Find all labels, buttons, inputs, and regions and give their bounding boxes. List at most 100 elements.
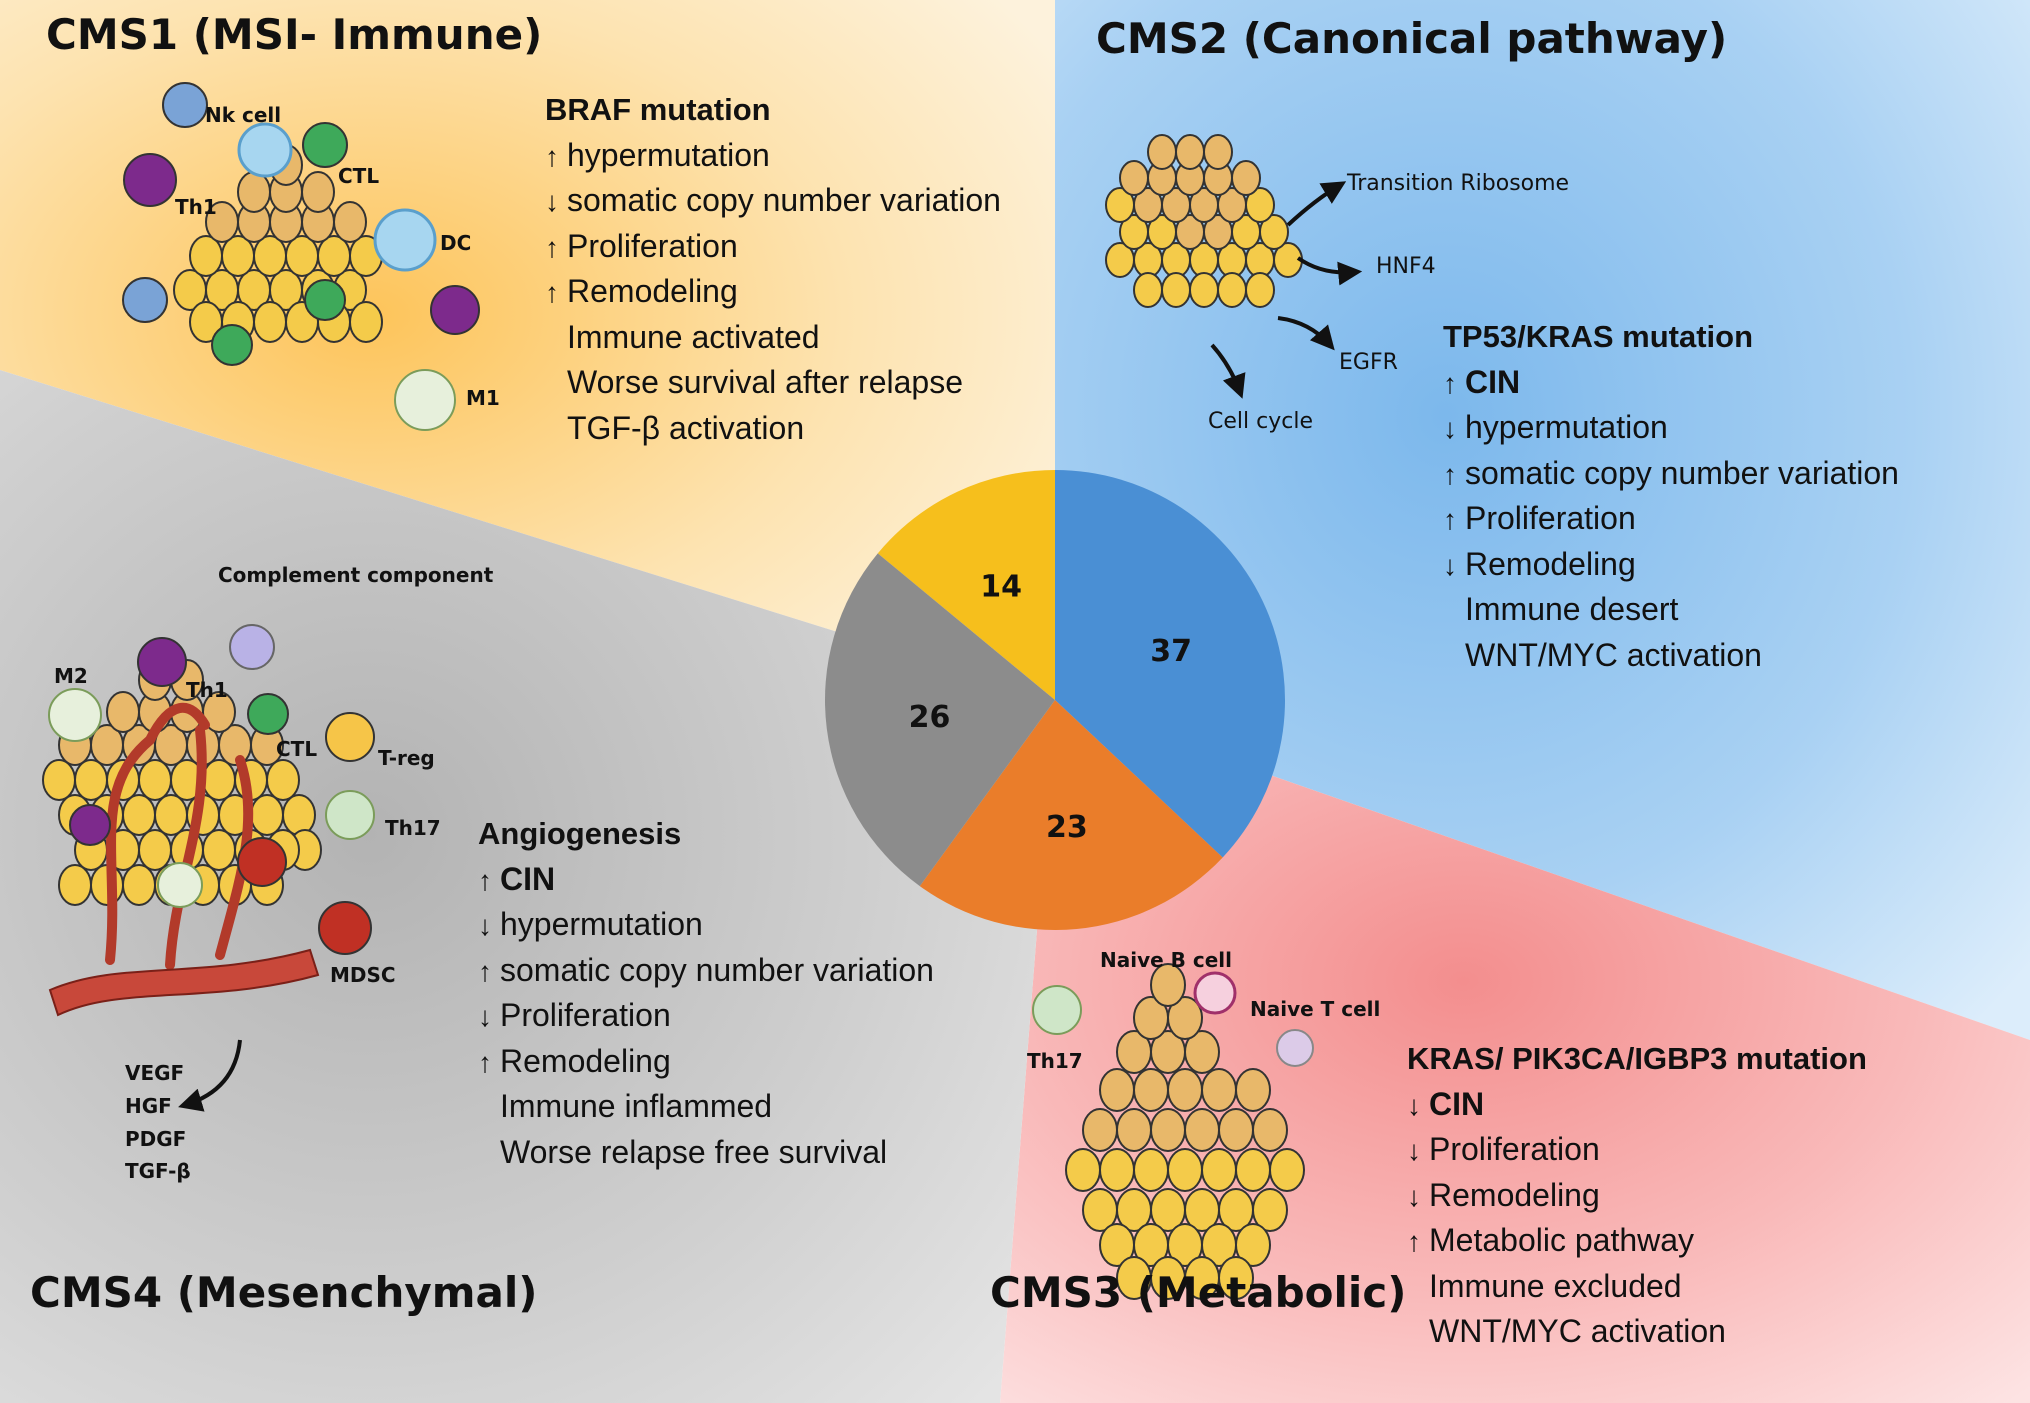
cms2-title: CMS2 (Canonical pathway): [1096, 14, 1728, 63]
cms3-tumor-illustration: [1065, 963, 1305, 1300]
cms4-feature-text: somatic copy number variation: [500, 951, 934, 988]
arrow-up-icon: [478, 1040, 500, 1086]
cms4-feature-text: Proliferation: [500, 997, 671, 1033]
ctl-cell-icon-cms4: [247, 693, 289, 735]
cms1-feature-item: hypermutation: [545, 133, 1001, 179]
cms3-feature-item: CIN: [1407, 1082, 1867, 1128]
pie-slice-26: [824, 553, 1055, 887]
cms2-label-egfr: EGFR: [1339, 350, 1398, 375]
arrow-down-icon: [478, 994, 500, 1040]
pie-slice-14: [877, 470, 1055, 700]
dendritic-cell-icon-2: [237, 122, 293, 178]
cms4-label-treg: T-reg: [378, 746, 435, 770]
cms1-feature-item: Proliferation: [545, 224, 1001, 270]
cms1-feature-item: TGF-β activation: [545, 406, 1001, 452]
cms1-feature-text: hypermutation: [567, 136, 770, 173]
blood-vessel: [48, 948, 320, 1017]
cms2-feature-text: CIN: [1465, 363, 1521, 400]
cms3-feature-text: WNT/MYC activation: [1429, 1313, 1726, 1349]
cms1-label-th1: Th1: [175, 195, 217, 219]
cms3-feature-text: Metabolic pathway: [1429, 1222, 1695, 1258]
nk-cell-icon: [162, 82, 208, 128]
arrow-down-icon: [1443, 406, 1465, 452]
cms4-feature-text: Remodeling: [500, 1042, 671, 1079]
cms1-feature-text: Proliferation: [567, 227, 738, 264]
cms3-label-th17: Th17: [1027, 1049, 1083, 1073]
arrow-cell-cycle: [1210, 343, 1246, 399]
cms4-feature-text: CIN: [500, 860, 556, 897]
arrow-up-icon: [1407, 1219, 1429, 1265]
cms1-feature-text: Worse survival after relapse: [567, 364, 963, 400]
cms4-label-th1: Th1: [186, 678, 228, 702]
arrow-up-icon: [1443, 361, 1465, 407]
cms3-label-naive-t-cell: Naive T cell: [1250, 997, 1380, 1021]
cms1-feature-item: Worse survival after relapse: [545, 360, 1001, 406]
ctl-cell-icon-3: [211, 324, 253, 366]
cms4-factor-tgfb: TGF-β: [125, 1159, 191, 1183]
cms2-feature-text: WNT/MYC activation: [1465, 636, 1762, 673]
cms2-feature-item: somatic copy number variation: [1443, 451, 1899, 497]
cms1-feature-item: somatic copy number variation: [545, 178, 1001, 224]
cms3-feature-item: WNT/MYC activation: [1407, 1309, 1867, 1355]
arrow-up-icon: [478, 949, 500, 995]
cms3-feature-text: Immune excluded: [1429, 1267, 1682, 1304]
cms4-feature-text: Immune inflammed: [500, 1088, 773, 1124]
cms3-heading: KRAS/ PIK3CA/IGBP3 mutation: [1407, 1041, 1867, 1076]
pale-cell-icon-cms4: [157, 862, 203, 908]
cms3-label-naive-b-cell: Naive B cell: [1100, 948, 1232, 972]
cms3-feature-item: Remodeling: [1407, 1173, 1867, 1219]
arrow-hnf4: [1296, 256, 1363, 286]
cms2-feature-item: Immune desert: [1443, 587, 1899, 633]
arrow-up-icon: [1443, 497, 1465, 543]
arrow-down-icon: [1443, 543, 1465, 589]
cms1-label-m1: M1: [466, 386, 500, 410]
cms1-feature-item: Immune activated: [545, 315, 1001, 361]
cms3-feature-text: Remodeling: [1429, 1176, 1600, 1213]
growth-factor-arrow: [178, 1039, 242, 1112]
blood-vessel-branches: [105, 702, 254, 970]
cms1-label-nk-cell: Nk cell: [205, 103, 281, 127]
arrow-transition-ribosome: [1286, 181, 1347, 227]
dendritic-cell-icon: [373, 208, 437, 272]
m2-macrophage-icon: [48, 688, 102, 742]
cms3-feature-list: KRAS/ PIK3CA/IGBP3 mutationCIN Proliferat…: [1407, 1036, 1867, 1355]
cms1-label-dc: DC: [440, 231, 471, 255]
cms3-title: CMS3 (Metabolic): [990, 1268, 1407, 1317]
cms4-factor-vegf: VEGF: [125, 1061, 184, 1085]
cms4-label-complement-line1: Complement component: [218, 563, 494, 587]
arrow-down-icon: [545, 179, 567, 225]
cms4-feature-item: CIN: [478, 857, 934, 903]
ctl-cell-icon: [302, 122, 348, 168]
cms2-label-hnf4: HNF4: [1376, 254, 1436, 279]
cms4-label-th17: Th17: [385, 816, 441, 840]
cms1-title: CMS1 (MSI- Immune): [46, 10, 543, 59]
cms3-feature-item: Proliferation: [1407, 1127, 1867, 1173]
arrow-down-icon: [1407, 1174, 1429, 1220]
th1-cell-icon: [123, 153, 177, 207]
mdsc-cell-icon: [318, 901, 372, 955]
cms1-feature-text: somatic copy number variation: [567, 182, 1001, 218]
cms2-tumor-illustration: [1105, 134, 1303, 308]
cms1-feature-text: TGF-β activation: [567, 409, 805, 446]
cms4-label-mdsc: MDSC: [330, 963, 396, 987]
cms4-feature-list: AngiogenesisCINhypermutationsomatic copy…: [478, 811, 934, 1175]
cms4-title: CMS4 (Mesenchymal): [30, 1268, 538, 1317]
pie-slice-label: 37: [1150, 634, 1192, 669]
cms2-label-transition-ribosome: Transition Ribosome: [1346, 171, 1569, 196]
arrow-up-icon: [545, 270, 567, 316]
cms3-feature-text: CIN: [1429, 1085, 1485, 1122]
cms2-feature-text: hypermutation: [1465, 409, 1668, 445]
cell-icon-purple: [430, 285, 480, 335]
cms2-feature-text: Proliferation: [1465, 500, 1636, 536]
cms2-feature-text: Immune desert: [1465, 591, 1679, 627]
cms3-feature-text: Proliferation: [1429, 1131, 1600, 1167]
pie-slice-37: [1055, 470, 1285, 858]
cms4-feature-item: Proliferation: [478, 993, 934, 1039]
treg-cell-icon: [325, 712, 375, 762]
cms2-feature-item: Proliferation: [1443, 496, 1899, 542]
th17-cell-icon-cms4: [325, 790, 375, 840]
cms2-feature-item: Remodeling: [1443, 542, 1899, 588]
arrow-up-icon: [478, 858, 500, 904]
pie-slice-label: 23: [1046, 810, 1088, 845]
